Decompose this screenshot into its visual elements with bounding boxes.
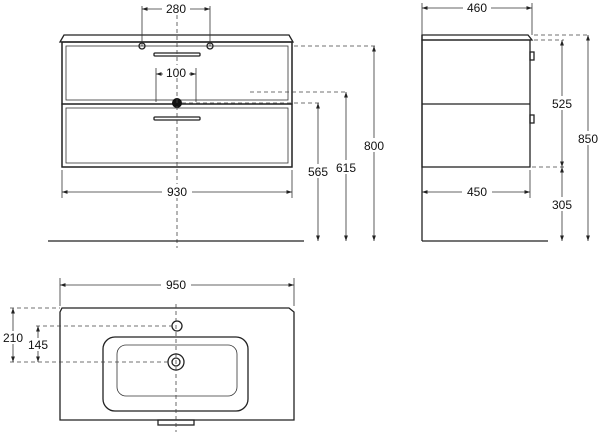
top-tap-hole xyxy=(171,320,183,332)
dim-145-label: 145 xyxy=(28,338,48,352)
dim-450-label: 450 xyxy=(467,185,487,199)
side-view: 460 450 525 305 850 xyxy=(421,0,600,242)
top-view: 950 210 145 xyxy=(1,277,295,432)
dim-280-label: 280 xyxy=(166,2,186,16)
top-outline xyxy=(59,307,295,421)
top-bowl-outer xyxy=(102,336,249,412)
top-bowl-inner xyxy=(116,344,238,397)
dim-565-label: 565 xyxy=(308,165,328,179)
front-top-slab xyxy=(58,34,295,43)
dim-210-label: 210 xyxy=(3,331,23,345)
dim-850-label: 850 xyxy=(578,132,598,146)
dim-305-label: 305 xyxy=(552,198,572,212)
dim-930-label: 930 xyxy=(167,185,187,199)
dim-615-label: 615 xyxy=(336,161,356,175)
dim-950-label: 950 xyxy=(166,278,186,292)
dim-800-label: 800 xyxy=(364,139,384,153)
side-lower-handle xyxy=(529,114,535,124)
front-view: 280 100 930 565 615 800 xyxy=(48,1,386,248)
dim-460-label: 460 xyxy=(467,1,487,15)
top-drain-inner xyxy=(171,357,181,367)
side-top-slab xyxy=(421,34,534,41)
side-upper-handle xyxy=(529,51,535,61)
dim-100-label: 100 xyxy=(166,66,186,80)
front-lower-handle xyxy=(153,116,201,121)
dim-525-label: 525 xyxy=(552,97,572,111)
